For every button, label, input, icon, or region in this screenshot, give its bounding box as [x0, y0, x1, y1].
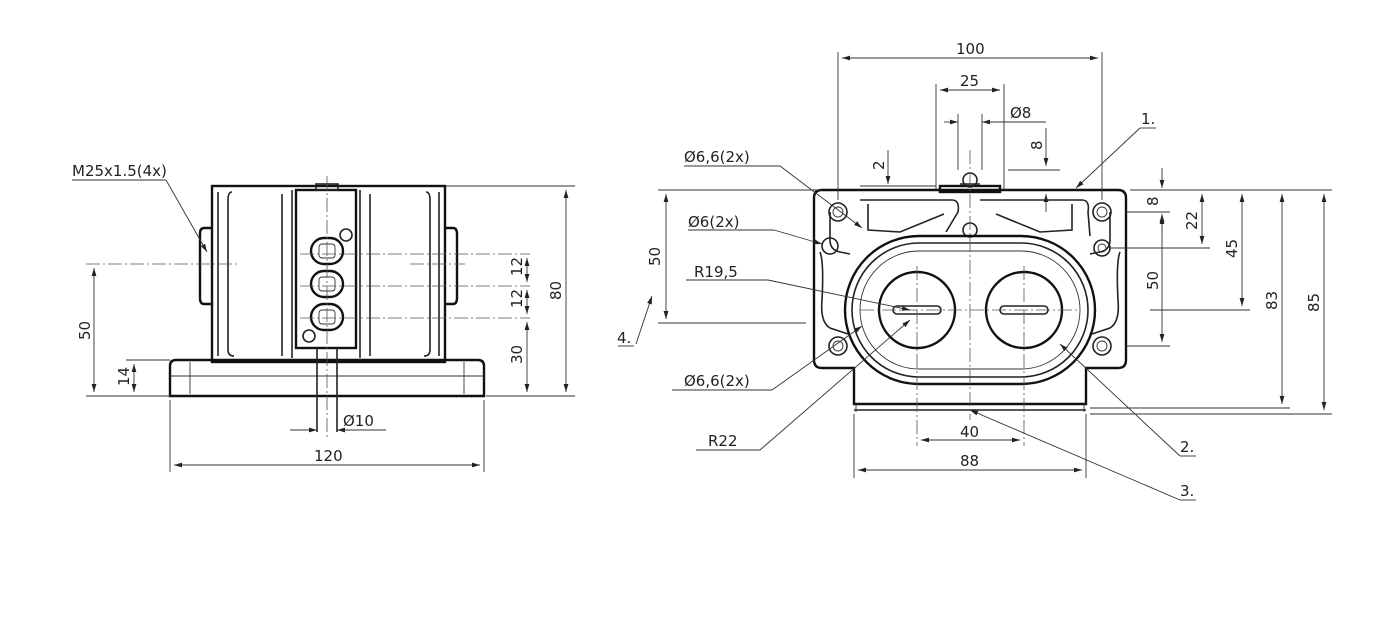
- dim-pin-diameter: Ø8: [1010, 104, 1031, 122]
- item-3-label: 3.: [1180, 482, 1194, 500]
- hole-callout-mid: Ø6(2x): [688, 213, 739, 231]
- dim-spacing-12-bottom: 12: [508, 289, 526, 308]
- mount-hole-br: [1092, 336, 1112, 356]
- dim-gap-2: 2: [870, 160, 888, 170]
- dim-right-50: 50: [1144, 271, 1162, 290]
- dim-bore-spacing-40: 40: [960, 423, 979, 441]
- dim-pin-height-8: 8: [1028, 140, 1046, 150]
- dim-22: 22: [1183, 211, 1201, 230]
- dim-center-50: 50: [76, 321, 94, 340]
- dim-width-120: 120: [314, 447, 343, 465]
- dim-base-14: 14: [115, 367, 133, 386]
- left-body-outline: [210, 184, 447, 364]
- hole-callout-bottom: Ø6,6(2x): [684, 372, 750, 390]
- dim-top-offset-8: 8: [1144, 196, 1162, 206]
- item-1-label: 1.: [1141, 110, 1155, 128]
- dim-base-width-88: 88: [960, 452, 979, 470]
- right-flange-outline: [812, 188, 1128, 406]
- item-2-label: 2.: [1180, 438, 1194, 456]
- dim-83: 83: [1263, 291, 1281, 310]
- left-view: M25x1.5(4x) 80 50 14 12 12 30 Ø10 120: [72, 162, 575, 472]
- mount-hole-tr: [1092, 202, 1112, 222]
- dim-45: 45: [1223, 239, 1241, 258]
- dim-overall-100: 100: [956, 40, 985, 58]
- dim-shaft-diameter: Ø10: [343, 412, 374, 430]
- thread-callout: M25x1.5(4x): [72, 162, 167, 180]
- hole-callout-top: Ø6,6(2x): [684, 148, 750, 166]
- dim-85: 85: [1305, 293, 1323, 312]
- mount-hole-bl: [828, 336, 848, 356]
- mount-hole-ml: [821, 237, 839, 255]
- dim-spacing-12-top: 12: [508, 257, 526, 276]
- radius-inner: R19,5: [694, 263, 738, 281]
- item-4-label: 4.: [617, 329, 631, 347]
- right-view: 100 25 Ø8 8 2 50 Ø6,6(2x) Ø6(2: [617, 40, 1332, 501]
- dim-left-50: 50: [646, 247, 664, 266]
- radius-outer: R22: [708, 432, 738, 450]
- dim-lower-30: 30: [508, 345, 526, 364]
- dim-slot-25: 25: [960, 72, 979, 90]
- mount-hole-tl: [828, 202, 848, 222]
- left-base-plate: [168, 358, 486, 398]
- dim-height-80: 80: [547, 281, 565, 300]
